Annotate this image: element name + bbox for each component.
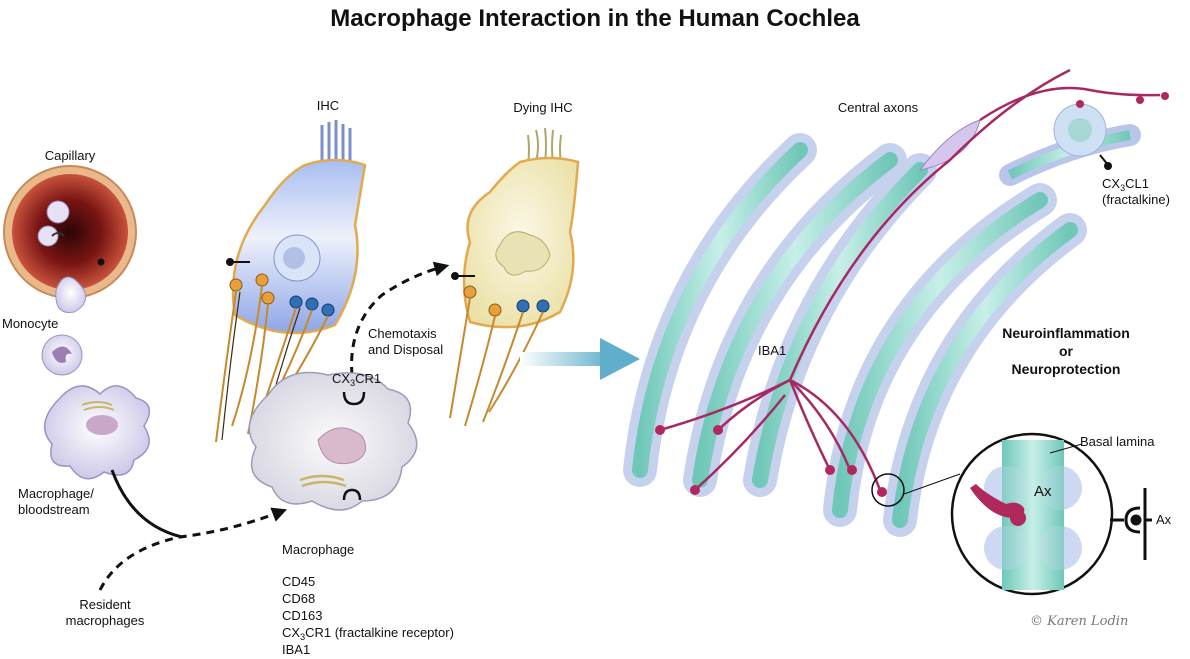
marker-cd68: CD68 <box>282 591 316 606</box>
marker-cx3cr1-suffix: CR1 (fractalkine receptor) <box>305 625 454 640</box>
iba1-processes <box>659 68 1161 491</box>
chemotaxis-line2: and Disposal <box>368 342 444 357</box>
dying-ihc-label: Dying IHC <box>513 100 573 115</box>
marker-iba1: IBA1 <box>282 642 311 657</box>
basal-lamina-inset <box>950 432 1114 596</box>
cx3cl1-suffix: CL1 <box>1125 176 1149 191</box>
ihc-label: IHC <box>316 98 340 113</box>
ax-symbol-label: Ax <box>1156 512 1172 527</box>
chemotaxis-line1: Chemotaxis <box>368 326 437 341</box>
axon-bundle <box>623 103 1141 537</box>
dying-ihc-illustration <box>449 127 580 427</box>
marker-cd163: CD163 <box>282 608 323 623</box>
axon-contact-symbol <box>1110 488 1152 560</box>
monocyte-label: Monocyte <box>2 316 59 331</box>
resident-line1: Resident <box>79 597 131 612</box>
cx3cr1-prefix: CX <box>332 371 351 386</box>
resident-migration-arrow <box>98 507 288 591</box>
monocyte-illustration <box>41 334 83 376</box>
transition-arrow <box>520 338 640 380</box>
iba1-label: IBA1 <box>758 343 787 358</box>
ihc-illustration <box>215 120 367 443</box>
cx3cr1-subscript: 3 <box>350 378 356 388</box>
basal-lamina-label: Basal lamina <box>1080 434 1155 449</box>
macrophage-bloodstream-line1: Macrophage/ <box>18 486 94 501</box>
macrophage-marker-list: CD45 CD68 CD163 CX3CR1 (fractalkine rece… <box>282 573 454 658</box>
resident-line2: macrophages <box>65 613 145 628</box>
zoom-circle <box>871 473 905 507</box>
marker-cx3cr1: CX3CR1 (fractalkine receptor) <box>282 624 454 642</box>
capillary-label: Capillary <box>44 148 96 163</box>
or-text: or <box>1058 343 1073 359</box>
neuroprotection-text: Neuroprotection <box>1011 361 1121 377</box>
cx3cl1-subscript: 3 <box>1120 183 1126 193</box>
capillary-illustration <box>3 165 137 314</box>
chemotaxis-arrow <box>350 261 450 376</box>
zoom-leader-line <box>903 473 961 495</box>
fractalkine-line: (fractalkine) <box>1102 192 1170 207</box>
cx3cl1-line: CX3CL1 <box>1102 176 1170 193</box>
central-axons-label: Central axons <box>837 100 919 115</box>
marker-cx3cr1-prefix: CX <box>282 625 301 640</box>
macrophage-bloodstream-label: Macrophage/ bloodstream <box>18 486 94 518</box>
macrophage-bloodstream-illustration <box>43 385 151 480</box>
cx3cl1-label: CX3CL1 (fractalkine) <box>1102 176 1170 208</box>
macrophage-illustration <box>248 371 418 511</box>
neuro-outcome-label: Neuroinflammation or Neuroprotection <box>1002 324 1130 378</box>
macrophage-label: Macrophage <box>282 542 355 557</box>
marker-cd45: CD45 <box>282 574 316 589</box>
cx3cr1-suffix: CR1 <box>355 371 382 386</box>
chemotaxis-label: Chemotaxis and Disposal <box>368 326 443 358</box>
cx3cl1-prefix: CX <box>1102 176 1121 191</box>
marker-cx3cr1-subscript: 3 <box>300 632 306 642</box>
macrophage-bloodstream-line2: bloodstream <box>18 502 90 517</box>
artist-signature: © Karen Lodin <box>1030 614 1129 629</box>
neuroinflammation-text: Neuroinflammation <box>1002 325 1130 341</box>
resident-macrophages-label: Resident macrophages <box>66 597 145 629</box>
cx3cr1-label: CX3CR1 <box>332 371 382 388</box>
inset-ax-label: Ax <box>1034 483 1052 500</box>
page-title: Macrophage Interaction in the Human Coch… <box>330 5 860 32</box>
bloodstream-path <box>110 469 183 539</box>
